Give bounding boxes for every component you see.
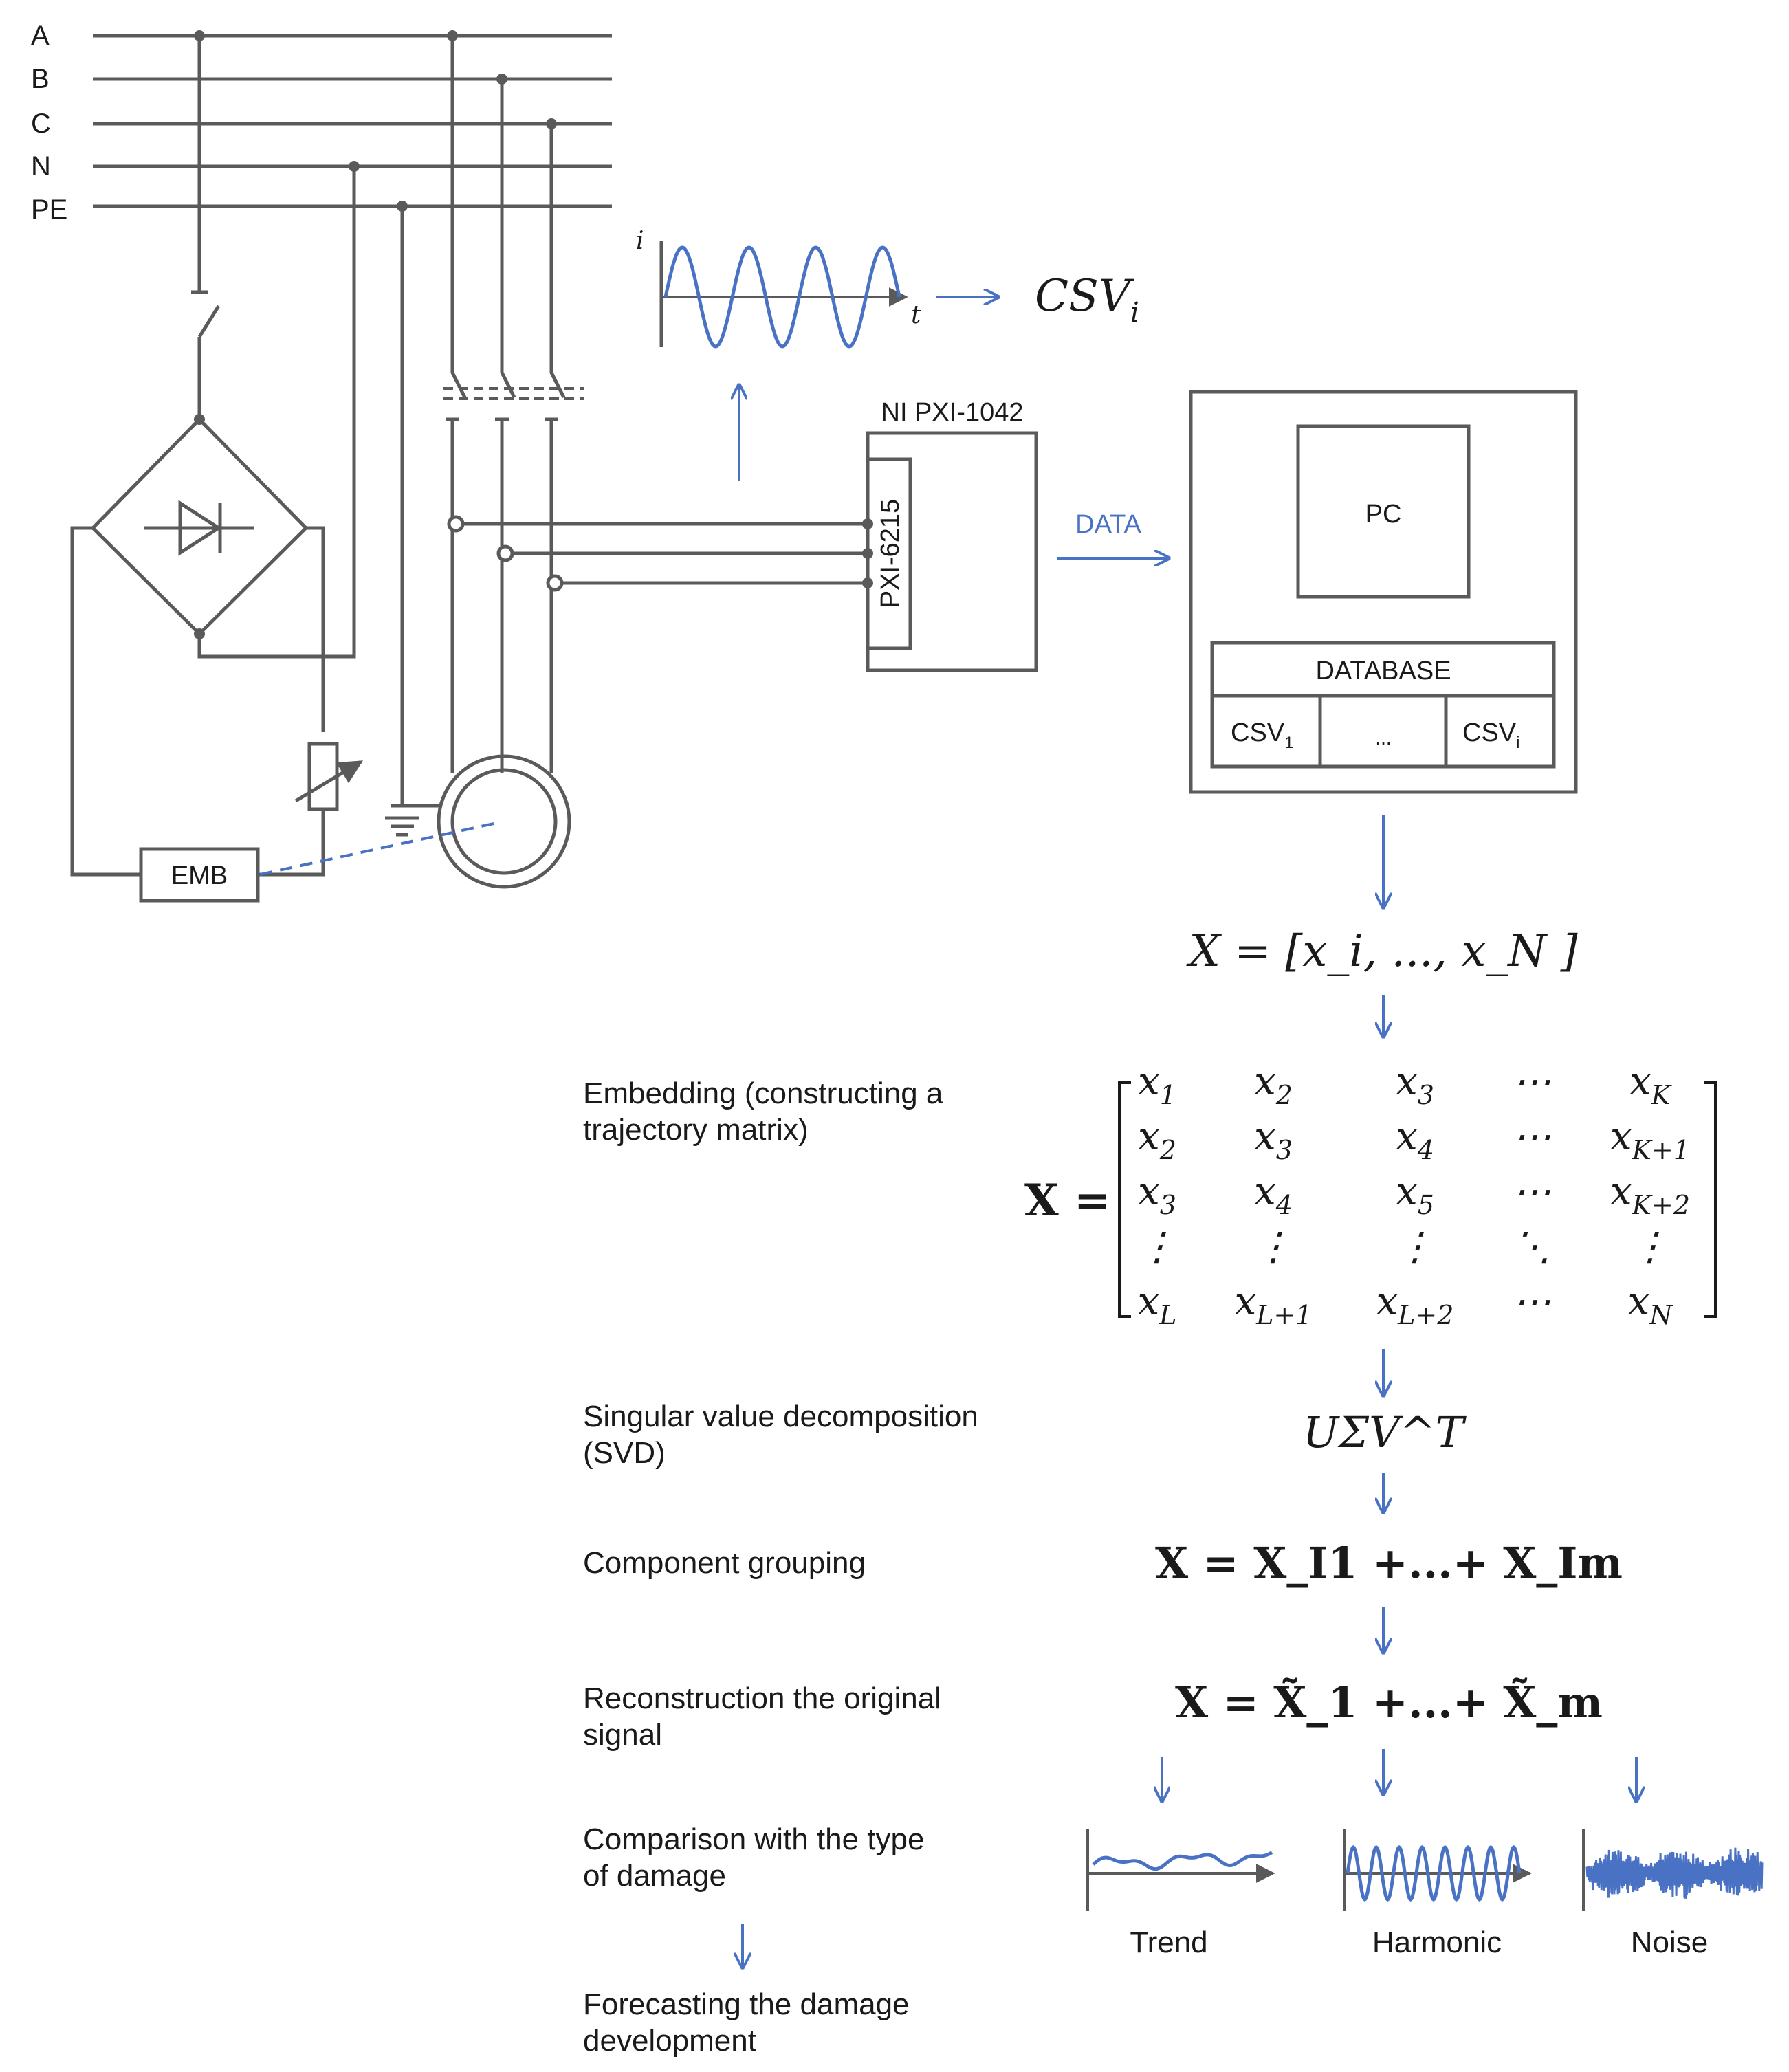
- noise-signal: [1585, 1847, 1764, 1899]
- bus-label-a: A: [31, 21, 50, 51]
- matrix-cell: ⋱: [1513, 1224, 1551, 1269]
- matrix-cell: ⋯: [1513, 1059, 1551, 1104]
- trend-signal: [1092, 1851, 1273, 1871]
- matrix-cell: ⋮: [1631, 1224, 1669, 1269]
- component-label-harmonic: Harmonic: [1372, 1926, 1502, 1959]
- variable-resistor: [307, 742, 339, 811]
- pc-unit-box: [1296, 424, 1471, 599]
- x-vector-equation: X = [x_i, ..., x_N ]: [1185, 926, 1578, 977]
- matrix-cell: x2: [1138, 1114, 1176, 1165]
- bus-label-c: C: [31, 109, 51, 139]
- matrix-cell: x5: [1396, 1169, 1434, 1220]
- matrix-cell: ⋮: [1254, 1224, 1293, 1269]
- bus-labels: A B C N PE: [31, 21, 67, 225]
- matrix-cell: xL+2: [1376, 1279, 1454, 1330]
- matrix-cell: ⋯: [1513, 1169, 1551, 1214]
- bus-label-pe: PE: [31, 195, 67, 225]
- matrix-cell: x3: [1254, 1114, 1293, 1165]
- matrix-cell: x2: [1254, 1059, 1293, 1110]
- matrix-cell: x3: [1396, 1059, 1434, 1110]
- motor-inner: [450, 768, 558, 875]
- csv-ellipsis: ...: [1375, 727, 1391, 749]
- step-reconstruction-line-2: signal: [583, 1718, 662, 1752]
- svd-equation: UΣV^T: [1303, 1407, 1467, 1457]
- junction-dots: [194, 30, 873, 639]
- waveform-y-label: i: [636, 227, 644, 255]
- step-comparison-line-2: of damage: [583, 1859, 726, 1893]
- matrix-cell: ⋮: [1396, 1224, 1434, 1269]
- matrix-cell: xN: [1628, 1279, 1674, 1330]
- matrix-cell: xK: [1629, 1059, 1673, 1110]
- matrix-cell: xK+1: [1610, 1114, 1690, 1165]
- step-comparison-line-1: Comparison with the type: [583, 1822, 924, 1856]
- database-box: [1210, 641, 1556, 769]
- emb-label: EMB: [171, 861, 228, 890]
- matrix-cell: xK+2: [1610, 1169, 1690, 1220]
- diode-symbol: [178, 500, 222, 556]
- flow-arrows: [743, 815, 1636, 1968]
- ni-pxi-chassis-label: NI PXI-1042: [881, 398, 1024, 427]
- waveform-output-label: CSVi: [1035, 271, 1139, 329]
- waveform-x-label: t: [911, 301, 921, 329]
- matrix-cell: x4: [1254, 1169, 1293, 1220]
- pxi-card-label: PXI-6215: [876, 499, 905, 608]
- step-forecasting-line-1: Forecasting the damage: [583, 1987, 910, 2021]
- data-label: DATA: [1075, 510, 1141, 539]
- matrix-cell: x1: [1138, 1059, 1176, 1110]
- matrix-lhs: X =: [1024, 1175, 1111, 1226]
- grouping-equation: X = X_I1 +...+ X_Im: [1155, 1538, 1623, 1588]
- step-forecasting-line-2: development: [583, 2024, 756, 2058]
- matrix-cell: ⋯: [1513, 1279, 1551, 1324]
- pc-label: PC: [1365, 500, 1402, 529]
- step-grouping-line-1: Component grouping: [583, 1546, 866, 1580]
- component-label-trend: Trend: [1130, 1926, 1207, 1959]
- matrix-cell: ⋮: [1138, 1224, 1176, 1269]
- step-svd-line-1: Singular value decomposition: [583, 1400, 978, 1433]
- step-svd-line-2: (SVD): [583, 1436, 666, 1470]
- rectifier-switch: [197, 305, 221, 338]
- bus-label-b: B: [31, 64, 50, 94]
- step-labels: Embedding (constructing a trajectory mat…: [583, 1077, 978, 2058]
- matrix-cell: x3: [1138, 1169, 1176, 1220]
- current-waveform: [663, 245, 901, 349]
- matrix-cell: x4: [1396, 1114, 1434, 1165]
- reconstruction-equation: X = X̃_1 +...+ X̃_m: [1175, 1677, 1603, 1728]
- component-label-noise: Noise: [1631, 1926, 1709, 1959]
- matrix-cell: xL+1: [1235, 1279, 1313, 1330]
- step-reconstruction-line-1: Reconstruction the original: [583, 1682, 941, 1715]
- matrix-cell: xL: [1138, 1279, 1177, 1330]
- matrix-cell: ⋯: [1513, 1114, 1551, 1159]
- bus-label-n: N: [31, 151, 51, 181]
- harmonic-signal: [1346, 1844, 1522, 1902]
- component-plots: [1086, 1829, 1585, 1911]
- database-label: DATABASE: [1315, 657, 1451, 685]
- csv-first-label: CSV1: [1231, 718, 1294, 752]
- step-embedding-line-2: trajectory matrix): [583, 1113, 809, 1147]
- pc-outer-box: [1189, 390, 1578, 794]
- motor-outer: [437, 754, 571, 889]
- step-embedding-line-1: Embedding (constructing a: [583, 1077, 943, 1110]
- csv-last-label: CSVi: [1462, 718, 1519, 752]
- circuit: [70, 34, 1578, 903]
